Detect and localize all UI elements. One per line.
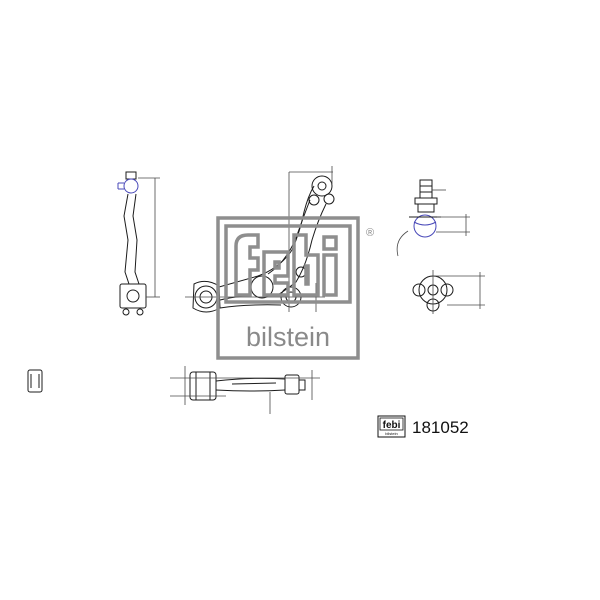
part-label: febi bilstein 181052: [377, 415, 469, 438]
ball-joint-housing: [311, 175, 333, 197]
boot-seam: [413, 221, 437, 226]
registered-mark: ®: [366, 227, 374, 239]
bottom-view: [170, 366, 320, 414]
ball-joint-head: [123, 178, 139, 194]
arm-lower-edge: [219, 304, 282, 309]
mount-ear: [440, 283, 454, 297]
mount-ear: [323, 193, 335, 205]
watermark-letter-i-stem: [322, 253, 338, 297]
arm-edge-bottom: [215, 389, 286, 392]
ball-joint-socket: [117, 182, 124, 190]
watermark-logo: bilstein ®: [216, 216, 374, 360]
watermark-letter-i-dot: [322, 235, 338, 251]
watermark-letter-e: [262, 250, 290, 297]
arm-edge-top: [215, 377, 286, 382]
small-logo-inner: [379, 417, 404, 431]
stud-collar: [417, 203, 435, 213]
bolt-head: [122, 308, 130, 316]
ball-joint-bottom-view: [412, 270, 485, 314]
angle-arc: [396, 230, 409, 257]
stud-hex: [414, 197, 438, 205]
bolt-head: [136, 308, 144, 316]
dust-boot: [413, 214, 437, 238]
bushing-detail-body: [27, 369, 43, 393]
small-logo-top-text: febi: [383, 420, 401, 431]
watermark-brand-text: bilstein: [246, 322, 330, 352]
arm-edge-left: [123, 193, 130, 285]
mount-ear: [308, 194, 320, 206]
arm-centerline: [231, 382, 277, 385]
arm-edge-right: [132, 193, 140, 285]
part-number: 181052: [412, 418, 469, 437]
side-view-left: [117, 171, 160, 316]
bushing-bore: [126, 289, 140, 303]
bushing-body: [189, 371, 217, 401]
mount-ear: [412, 283, 426, 297]
watermark-letter-b: [292, 233, 320, 297]
stud-thread: [419, 179, 433, 199]
arm-outline-outer: [218, 185, 315, 288]
ball-joint-center: [317, 181, 327, 191]
bushing-detail-left: [27, 369, 43, 393]
small-logo-frame: [377, 415, 406, 438]
watermark-letter-f: [234, 233, 260, 297]
bushing-body: [119, 283, 147, 309]
ball-joint-side-view: [396, 179, 470, 257]
joint-stud: [298, 379, 306, 391]
stud-top: [125, 171, 137, 180]
small-logo-bottom-text: bilstein: [385, 431, 397, 436]
watermark-febi-block: [224, 224, 352, 304]
watermark-frame: [216, 216, 360, 360]
